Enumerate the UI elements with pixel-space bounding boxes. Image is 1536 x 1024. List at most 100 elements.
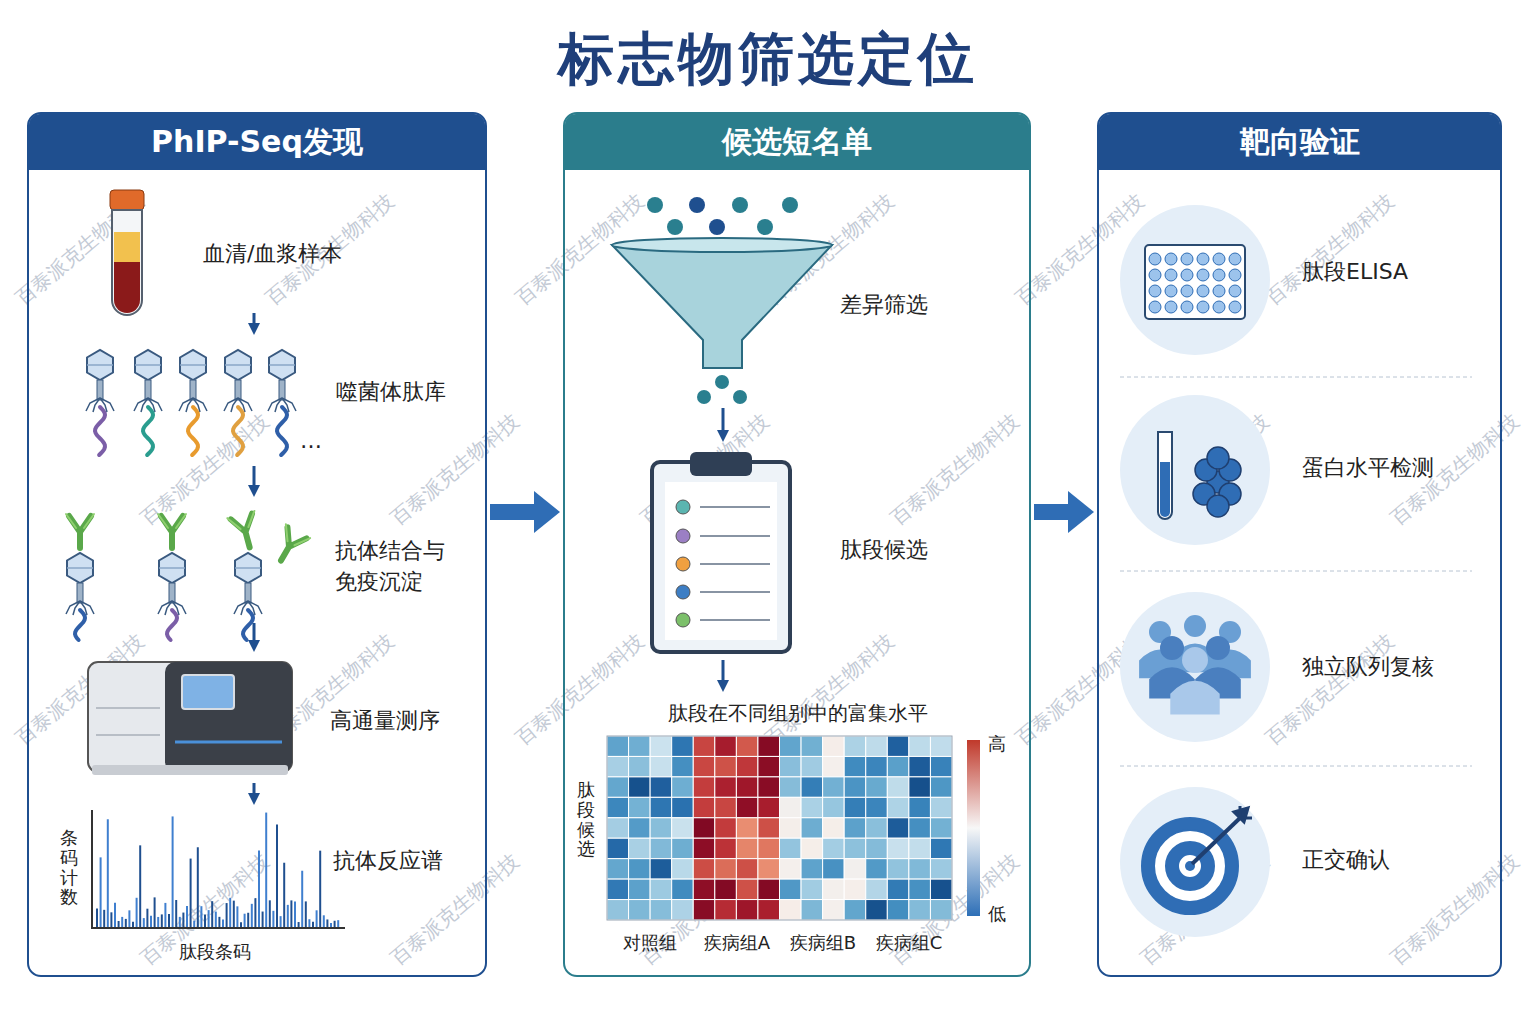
heatmap-cell [758,756,780,776]
step-box: 肽段候选 [600,445,1000,657]
heatmap-cell [758,777,780,797]
heatmap-cell [930,879,952,899]
count-bar [312,922,314,927]
heatmap-cell [758,797,780,817]
count-bar [305,901,307,927]
drawing-part [169,583,175,603]
drawing-part [607,736,952,920]
phage-icon [66,553,94,615]
peptide-dna [167,610,177,640]
heatmap-cell [887,777,909,797]
heatmap-cell [844,838,866,858]
heatmap-cell [607,756,629,776]
heatmap-cell [844,777,866,797]
step-label: 正交确认 [1302,845,1390,875]
heatmap-cell [887,736,909,756]
heatmap-cell [629,900,651,920]
heatmap-cell [758,900,780,920]
heatmap-cell [801,879,823,899]
drawing-part [161,516,183,548]
heatmap-cell [780,900,802,920]
drawing-part [241,601,248,615]
list-dot [676,529,690,543]
count-bar [283,863,285,927]
chart-label: 疾病组B [790,931,856,955]
drawing-part [165,601,172,615]
count-bar [211,901,213,927]
peptide-dot [667,219,683,235]
heatmap-cell [607,797,629,817]
phage-icon [179,350,207,412]
heatmap-cell [672,756,694,776]
heatmap-cell [801,777,823,797]
heatmap-cell [909,879,931,899]
count-bar [114,903,116,927]
drawing-part [77,583,83,603]
drawing-part [700,591,770,593]
drawing-part [186,398,193,412]
heatmap-cell [693,900,715,920]
chart-axes [92,810,345,928]
axis-title: 肽段候选 [577,780,595,859]
drawing-part [279,524,310,550]
count-bar [229,898,231,927]
count-bar [258,850,260,927]
count-bar [172,816,174,927]
heatmap-cell [844,900,866,920]
count-bar [330,923,332,927]
count-bar [197,847,199,927]
heatmap-cell [823,859,845,879]
list-dot [676,613,690,627]
drawing-part [1229,253,1241,265]
heatmap-cell [650,797,672,817]
heatmap-cell [823,879,845,899]
heatmap-cell [672,859,694,879]
drawing-part [96,707,160,709]
count-bar [244,914,246,927]
separator [1120,766,1472,767]
separator [1120,377,1472,378]
chart-label: 疾病组A [704,931,770,955]
heatmap-cell [866,756,888,776]
heatmap-cell [930,838,952,858]
stage-arrow [490,504,534,520]
heatmap-cell [930,756,952,776]
step-label: 噬菌体肽库 [336,377,446,407]
peptide-dna [233,407,243,455]
person-body [1170,681,1219,715]
flow-arrow [722,660,725,680]
heatmap-cell [887,818,909,838]
step-box: 血清/血浆样本 [60,185,475,310]
heatmap-cell [844,736,866,756]
heatmap-cell [866,879,888,899]
count-bar [326,919,328,927]
drawing-part [1160,462,1170,517]
stage-panel: 差异筛选肽段候选肽段在不同组别中的富集水平候选短名单 [563,112,1031,977]
antibody-icon [158,514,186,548]
heatmap-cell [780,756,802,776]
heatmap-cell [693,756,715,776]
drawing-part [145,380,151,400]
protein-cell [1207,495,1229,517]
heatmap-cell [693,818,715,838]
count-bar [100,857,102,927]
stage-panel: 肽段ELISA蛋白水平检测独立队列复核正交确认靶向验证 [1097,112,1502,977]
watermark: 百泰派克生物科技 [1260,188,1400,312]
count-bar [323,915,325,927]
heatmap-cell [909,797,931,817]
count-bar [236,906,238,927]
drawing-part [87,364,113,366]
drawing-part [225,350,251,380]
drawing-part [87,350,113,380]
drawing-part [225,364,251,366]
peptide-dot [715,375,729,389]
heatmap-cell [780,777,802,797]
heatmap-cell [758,736,780,756]
count-bar [136,898,138,927]
drawing-part [612,238,832,252]
heatmap-cell [715,859,737,879]
peptide-dot [697,390,711,404]
heatmap-cell [930,797,952,817]
drawing-part [179,398,193,411]
drawing-part [1213,285,1225,297]
